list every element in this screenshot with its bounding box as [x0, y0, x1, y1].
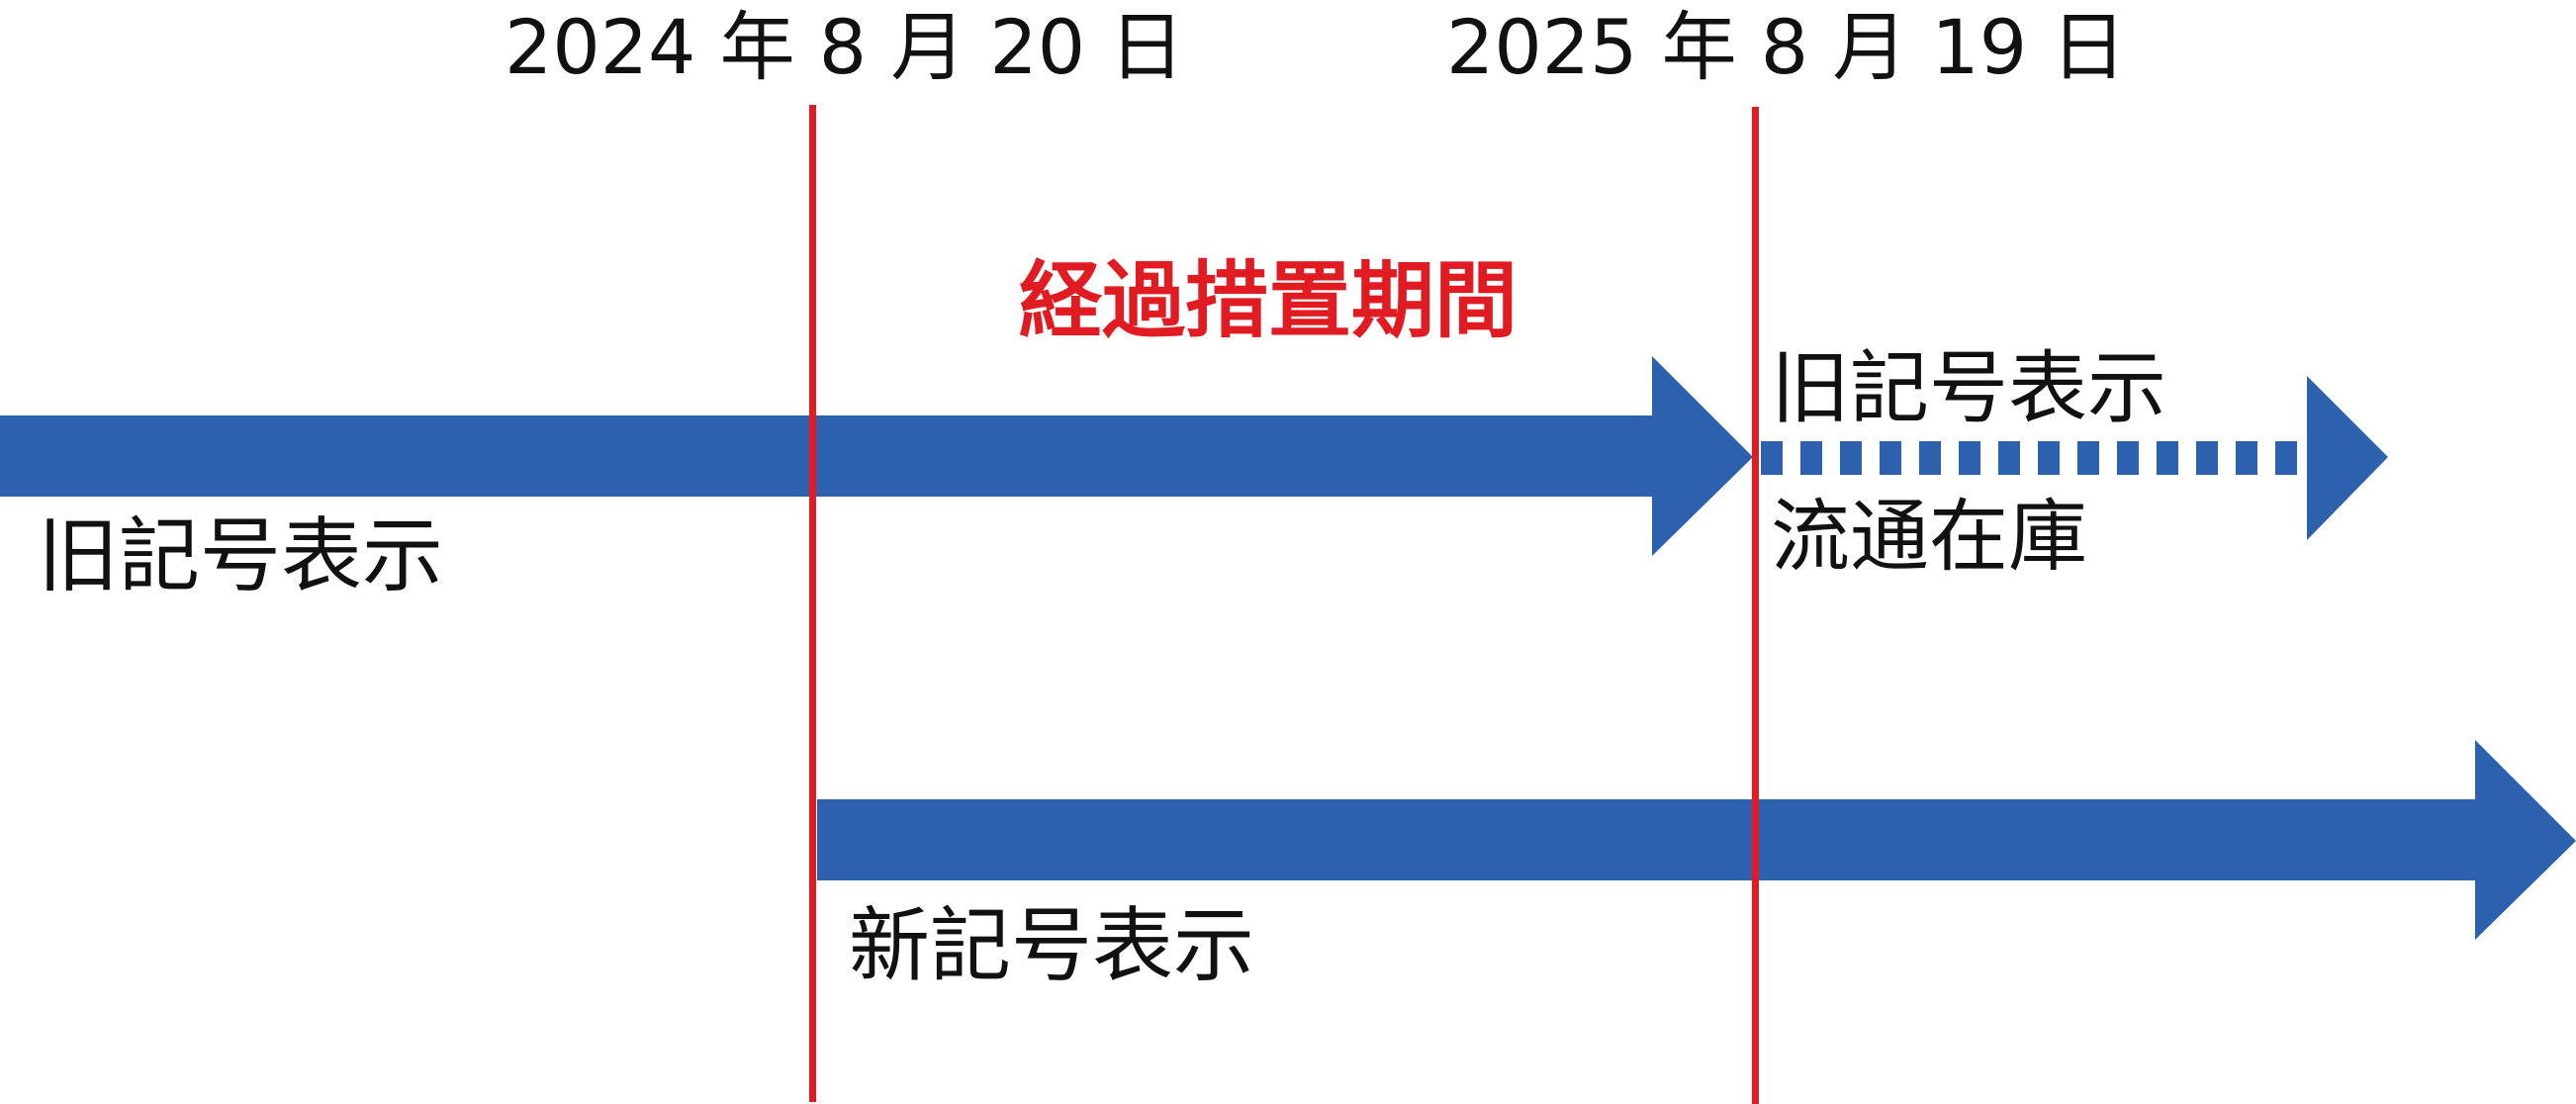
dot-segment	[1800, 441, 1822, 475]
old-symbol-label: 旧記号表示	[38, 509, 443, 603]
dot-segment	[2117, 441, 2139, 475]
dot-segment	[1840, 441, 1862, 475]
dot-segment	[1761, 441, 1783, 475]
dot-segment	[2157, 441, 2178, 475]
distribution-stock-label: 流通在庫	[1771, 491, 2087, 583]
dot-segment	[2196, 441, 2218, 475]
old-symbol-arrow	[0, 356, 1753, 556]
dot-segment	[2077, 441, 2099, 475]
dot-segment	[1998, 441, 2020, 475]
end-date-marker-line	[1752, 107, 1759, 1104]
start-date-marker-line	[809, 105, 816, 1102]
dot-segment	[2038, 441, 2060, 475]
dot-segment	[1919, 441, 1941, 475]
new-symbol-label: 新記号表示	[849, 899, 1254, 993]
distribution-stock-dotted-arrow	[1761, 376, 2388, 540]
start-date-label: 2024 年 8 月 20 日	[505, 3, 1184, 91]
dot-segment	[1880, 441, 1901, 475]
dot-segment	[2275, 441, 2297, 475]
dot-segment	[2236, 441, 2257, 475]
new-symbol-arrow	[817, 740, 2576, 940]
dot-segment	[1959, 441, 1980, 475]
dotted-arrow-head	[2307, 376, 2388, 540]
transition-period-label: 経過措置期間	[1019, 252, 1518, 349]
end-date-label: 2025 年 8 月 19 日	[1446, 3, 2126, 91]
distribution-old-symbol-label: 旧記号表示	[1771, 342, 2166, 434]
